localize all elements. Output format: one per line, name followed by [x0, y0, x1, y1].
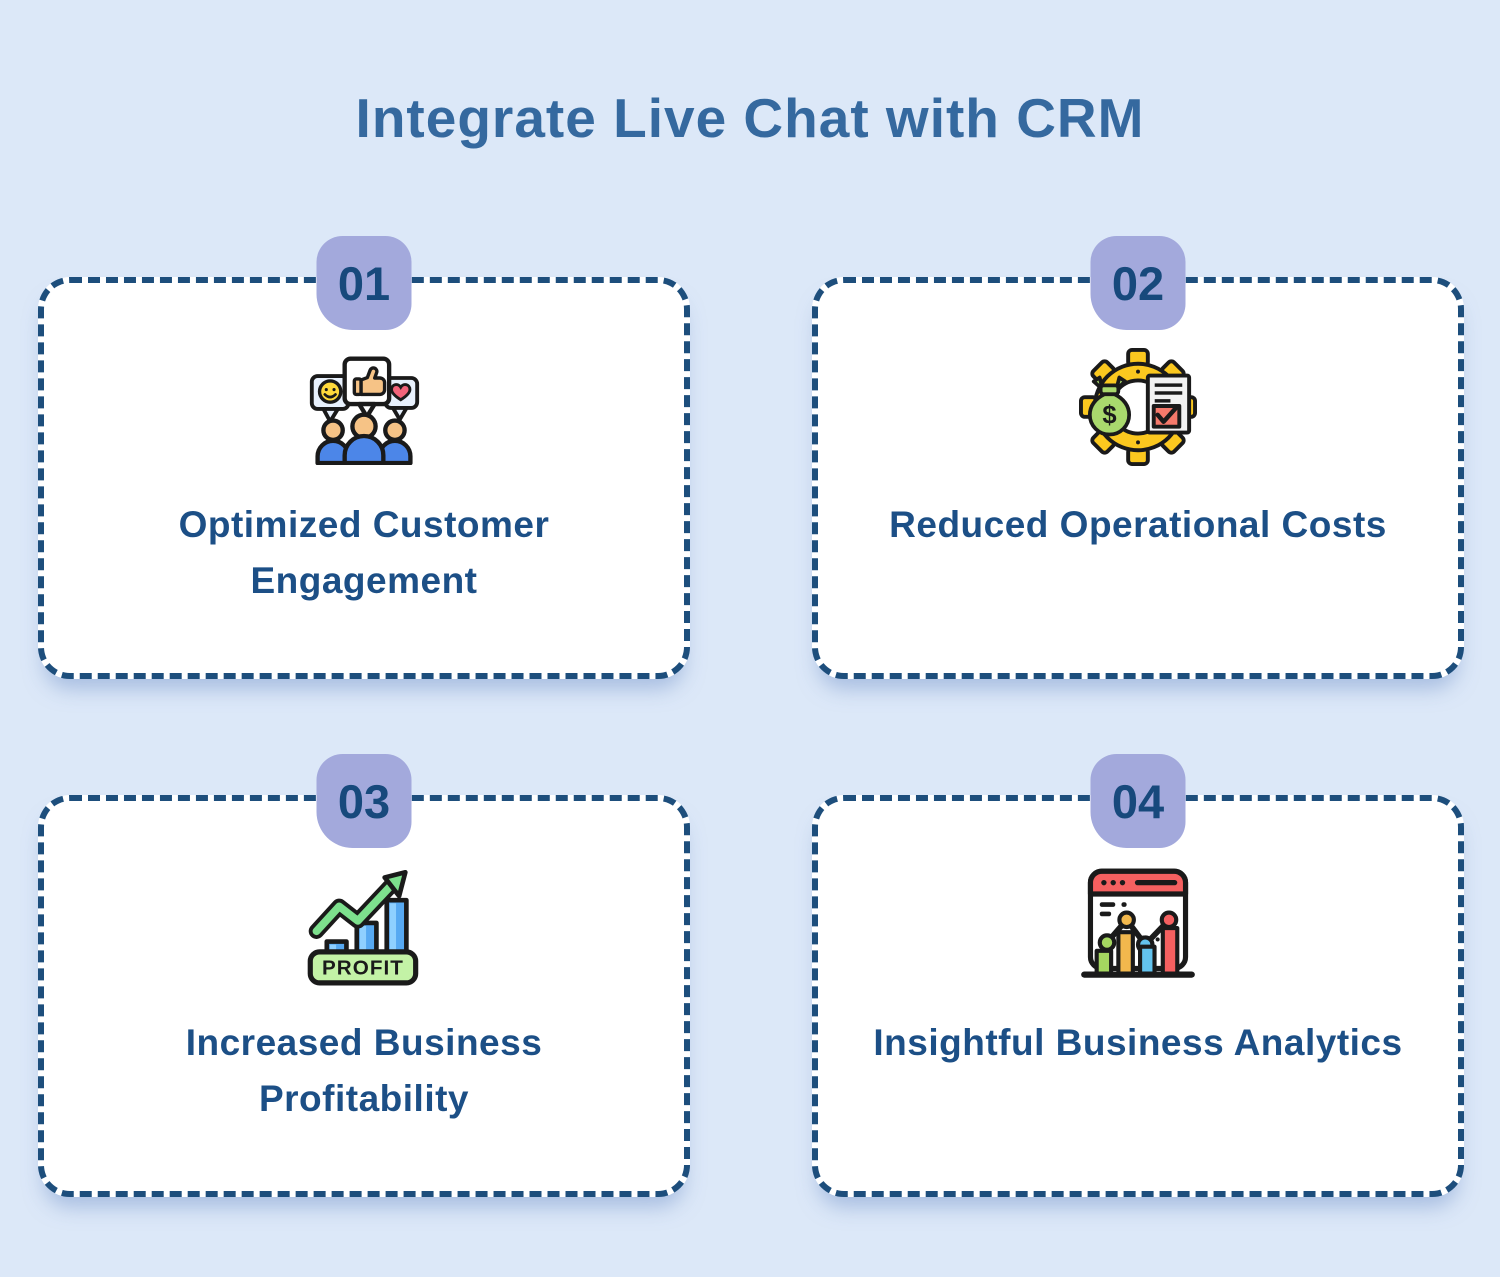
- card-number-badge: 04: [1090, 754, 1186, 848]
- money-bag-symbol: $: [1102, 402, 1116, 430]
- cards-grid: 01: [38, 236, 1464, 1197]
- reduced-operational-costs-icon: $: [1077, 345, 1199, 469]
- card-number-badge: 03: [316, 754, 412, 848]
- card-optimized-customer-engagement: 01: [38, 236, 690, 679]
- business-analytics-icon: [1075, 863, 1201, 987]
- customer-engagement-icon: [297, 345, 431, 469]
- card-number: 01: [337, 256, 391, 310]
- card-number: 02: [1111, 256, 1165, 310]
- card-label: Increased Business Profitability: [185, 1022, 543, 1119]
- card-label: Optimized Customer Engagement: [178, 504, 550, 601]
- card-reduced-operational-costs: 02: [812, 236, 1464, 679]
- card-number: 03: [337, 774, 391, 828]
- card-label: Insightful Business Analytics: [873, 1022, 1403, 1063]
- card-label: Reduced Operational Costs: [889, 504, 1387, 545]
- business-profitability-icon: PROFIT: [302, 863, 426, 987]
- card-number-badge: 01: [316, 236, 412, 330]
- page-title: Integrate Live Chat with CRM: [355, 87, 1145, 149]
- card-number: 04: [1111, 774, 1165, 828]
- card-increased-business-profitability: 03 PROFIT: [38, 754, 690, 1197]
- profit-badge-text: PROFIT: [322, 957, 404, 980]
- card-number-badge: 02: [1090, 236, 1186, 330]
- card-insightful-business-analytics: 04: [812, 754, 1464, 1197]
